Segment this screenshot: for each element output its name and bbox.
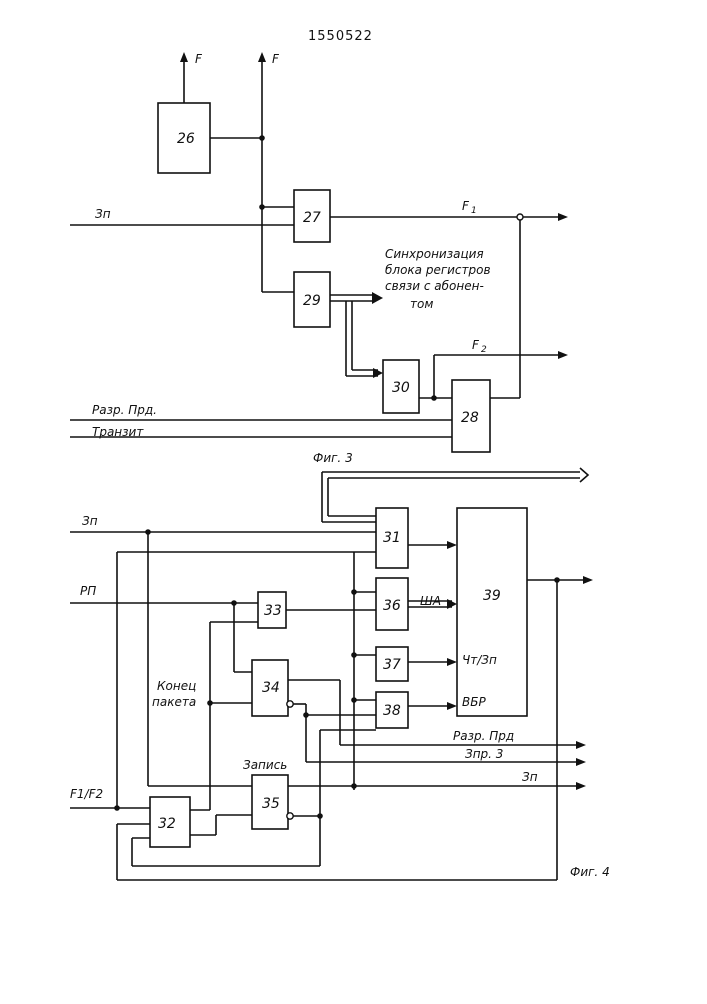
bus-end-icon <box>580 468 588 482</box>
junction-dot <box>351 652 357 658</box>
inverter-34 <box>287 701 293 707</box>
output-f1: F <box>462 199 470 213</box>
junction-dot <box>351 697 357 703</box>
arrow-37-39-icon <box>447 658 457 666</box>
label-zapis: Запись <box>243 758 287 772</box>
input-cht-zp: Чт/Зп <box>462 653 497 667</box>
input-tranzit: Транзит <box>92 425 144 439</box>
junction-open <box>517 214 523 220</box>
arrow-razr-prd-icon <box>576 741 586 749</box>
junction-dot <box>351 783 357 789</box>
block-34-label: 34 <box>262 680 280 696</box>
block-32-label: 32 <box>158 816 176 832</box>
block-38-label: 38 <box>383 703 401 719</box>
label-paketa: пакета <box>152 695 196 709</box>
input-vbr: ВБР <box>462 695 486 709</box>
output-f2-sub: 2 <box>481 345 487 355</box>
sync-line-1: Синхронизация <box>385 247 484 261</box>
arrow-38-39-icon <box>447 702 457 710</box>
junction-dot <box>317 813 323 819</box>
output-f-left: F <box>195 52 203 66</box>
junction-dot <box>303 712 309 718</box>
input-zp-fig4: Зп <box>82 514 98 528</box>
figure3-caption: Фиг. 3 <box>313 451 353 465</box>
arrow-31-39-icon <box>447 541 457 549</box>
block-26-label: 26 <box>177 131 195 147</box>
label-konets: Конец <box>157 679 196 693</box>
output-f1-sub: 1 <box>471 206 477 216</box>
block-33-label: 33 <box>264 603 282 619</box>
sync-line-2: блока регистров <box>385 263 491 277</box>
block-36-label: 36 <box>383 598 401 614</box>
block-39 <box>457 508 527 716</box>
arrow-sync-icon <box>372 292 383 304</box>
arrow-f-left-icon <box>180 52 188 62</box>
sync-line-4: том <box>410 297 433 311</box>
block-37-label: 37 <box>383 657 401 673</box>
output-razr-prd: Разр. Прд <box>453 729 514 743</box>
figure4-caption: Фиг. 4 <box>570 865 610 879</box>
block-29-label: 29 <box>303 293 321 309</box>
arrow-39-out-icon <box>583 576 593 584</box>
arrow-f-right-icon <box>258 52 266 62</box>
patent-number: 1550522 <box>308 29 373 44</box>
input-f1f2: F1/F2 <box>70 787 103 801</box>
input-rp: РП <box>80 584 96 598</box>
junction-dot <box>351 589 357 595</box>
junction-dot <box>259 204 265 210</box>
output-zp: Зп <box>522 770 538 784</box>
output-zpr3: Зпр. 3 <box>465 747 503 761</box>
block-39-label: 39 <box>483 588 501 604</box>
arrow-f1-icon <box>558 213 568 221</box>
block-31-label: 31 <box>383 530 401 546</box>
block-27-label: 27 <box>303 210 321 226</box>
block-28-label: 28 <box>461 410 479 426</box>
sync-line-3: связи с абонен- <box>385 279 484 293</box>
junction-dot <box>259 135 265 141</box>
block-30-label: 30 <box>392 380 410 396</box>
inverter-35 <box>287 813 293 819</box>
block-35-label: 35 <box>262 796 280 812</box>
arrow-zpr3-icon <box>576 758 586 766</box>
output-f2: F <box>472 338 480 352</box>
output-f-right: F <box>272 52 280 66</box>
arrow-f2-icon <box>558 351 568 359</box>
arrow-zp-out-icon <box>576 782 586 790</box>
input-razr-prd: Разр. Прд. <box>92 403 157 417</box>
input-zp-fig3: Зп <box>95 207 111 221</box>
